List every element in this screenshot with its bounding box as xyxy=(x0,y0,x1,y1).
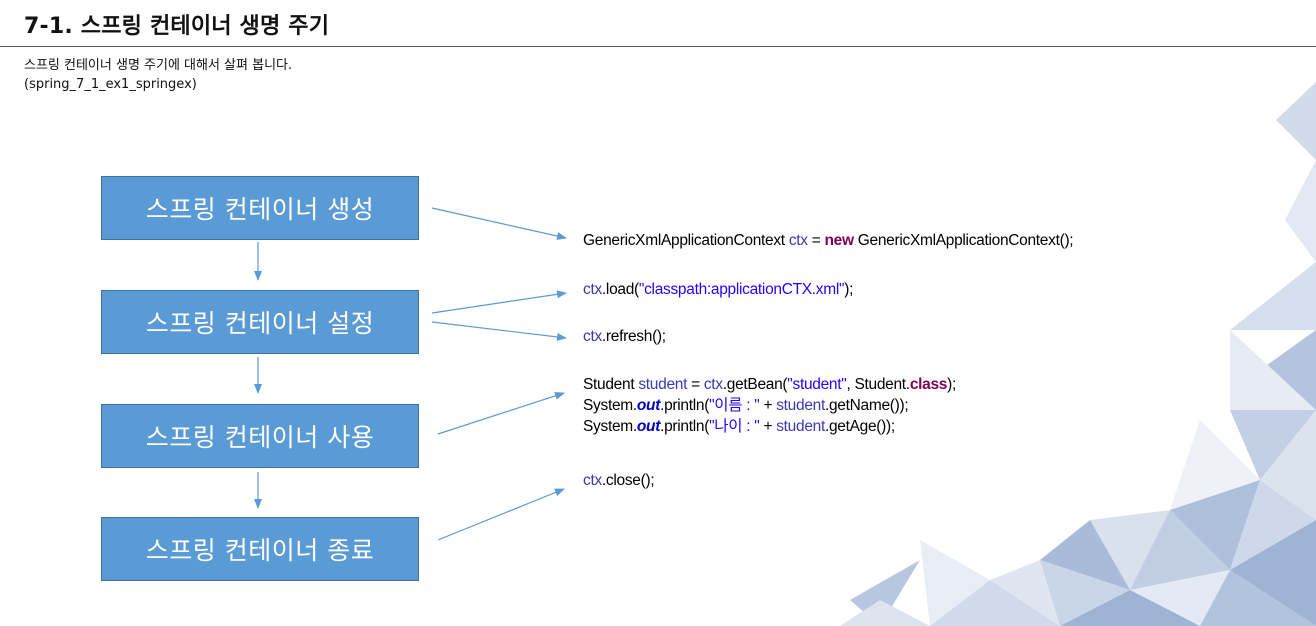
code-refresh: ctx.refresh(); xyxy=(583,328,666,345)
code-use-line-2: System.out.println("이름 : " + student.get… xyxy=(583,397,909,414)
description-text: 스프링 컨테이너 생명 주기에 대해서 살펴 봅니다. xyxy=(24,58,293,73)
connector-create xyxy=(431,207,567,240)
project-name: (spring_7_1_ex1_springex) xyxy=(24,77,197,92)
code-load: ctx.load("classpath:applicationCTX.xml")… xyxy=(583,281,854,298)
connector-close xyxy=(437,488,565,541)
code-create: GenericXmlApplicationContext ctx = new G… xyxy=(583,232,1074,249)
connector-refresh xyxy=(431,321,567,341)
step-configure: 스프링 컨테이너 설정 xyxy=(101,290,419,354)
description: 스프링 컨테이너 생명 주기에 대해서 살펴 봅니다. (spring_7_1_… xyxy=(24,56,292,94)
connector-load xyxy=(431,290,567,314)
code-use-line-1: Student student = ctx.getBean("student",… xyxy=(583,376,956,393)
page-title: 7-1. 스프링 컨테이너 생명 주기 xyxy=(24,14,330,39)
code-close: ctx.close(); xyxy=(583,472,655,489)
title-divider xyxy=(0,46,1316,47)
step-use: 스프링 컨테이너 사용 xyxy=(101,404,419,468)
connector-use xyxy=(437,391,565,435)
code-use-line-3: System.out.println("나이 : " + student.get… xyxy=(583,418,895,435)
step-close: 스프링 컨테이너 종료 xyxy=(101,517,419,581)
step-create: 스프링 컨테이너 생성 xyxy=(101,176,419,240)
code-use: Student student = ctx.getBean("student",… xyxy=(583,374,956,437)
